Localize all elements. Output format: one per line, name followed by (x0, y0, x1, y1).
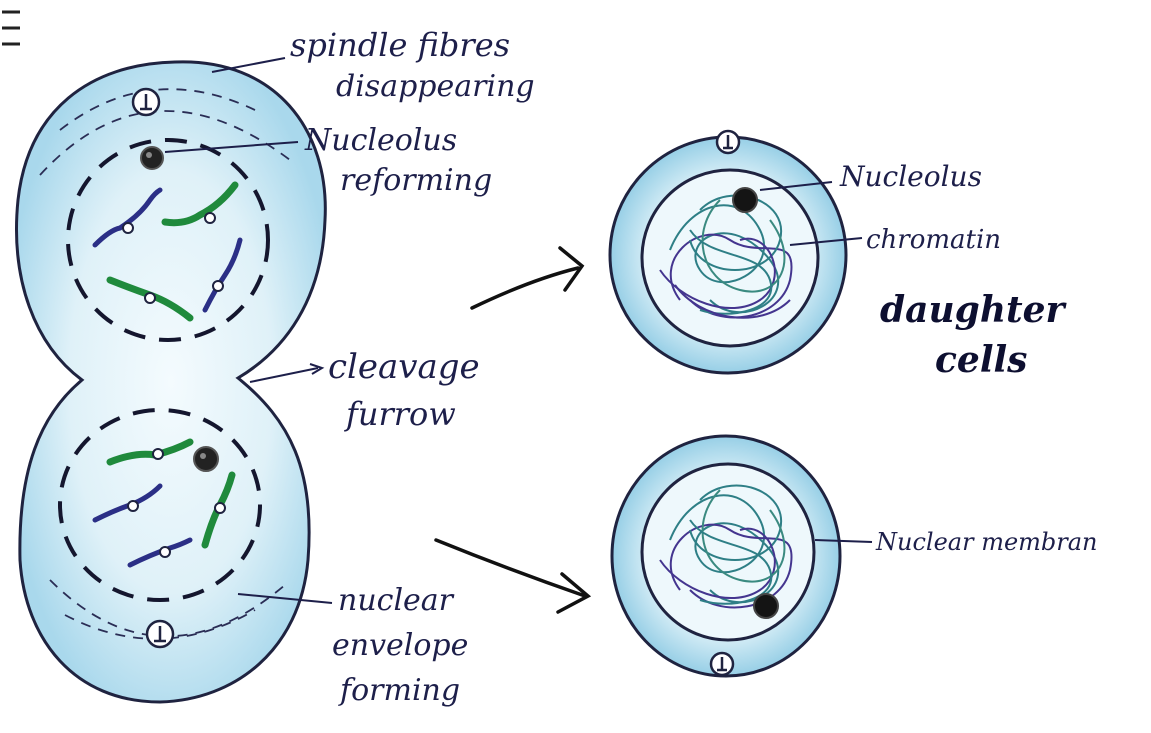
label-spindle-line2: disappearing (336, 69, 535, 104)
cell-membrane (17, 62, 326, 702)
label-envelope-line2: envelope (332, 628, 468, 663)
centriole-daughter-top-icon (717, 131, 739, 153)
nucleolus-bottom-right (754, 594, 778, 618)
nucleolus-upper (141, 147, 163, 169)
label-cleavage-line1: cleavage (328, 347, 480, 387)
label-nucleolus-line2: reforming (340, 163, 492, 198)
arrow-to-top-daughter-icon (472, 248, 582, 308)
nucleolus-top-right (733, 188, 757, 212)
nucleolus-lower (194, 447, 218, 471)
daughter-cell-bottom (612, 436, 840, 676)
daughter-cell-top (610, 131, 846, 373)
label-cleavage-line2: furrow (344, 395, 456, 433)
corner-mark (2, 12, 20, 44)
leader-cleavage (250, 368, 318, 382)
label-envelope-line1: nuclear (338, 583, 455, 618)
label-daughter-line2: cells (935, 339, 1027, 381)
centriole-top-icon (133, 89, 159, 115)
label-nucleolus-line1: Nucleolus (304, 123, 457, 158)
arrow-to-bottom-daughter-icon (436, 540, 588, 612)
label-nuclear-membrane: Nuclear membran (875, 528, 1098, 556)
nuclear-membrane-bottom (642, 464, 814, 640)
label-nucleolus-right: Nucleolus (839, 160, 982, 193)
centriole-bottom-icon (147, 621, 173, 647)
label-daughter-line1: daughter (880, 289, 1068, 331)
label-envelope-line3: forming (338, 673, 460, 708)
label-spindle-line1: spindle fibres (290, 26, 510, 64)
label-chromatin: chromatin (866, 225, 1001, 255)
centriole-daughter-bottom-icon (711, 653, 733, 675)
dividing-cell (17, 62, 326, 702)
